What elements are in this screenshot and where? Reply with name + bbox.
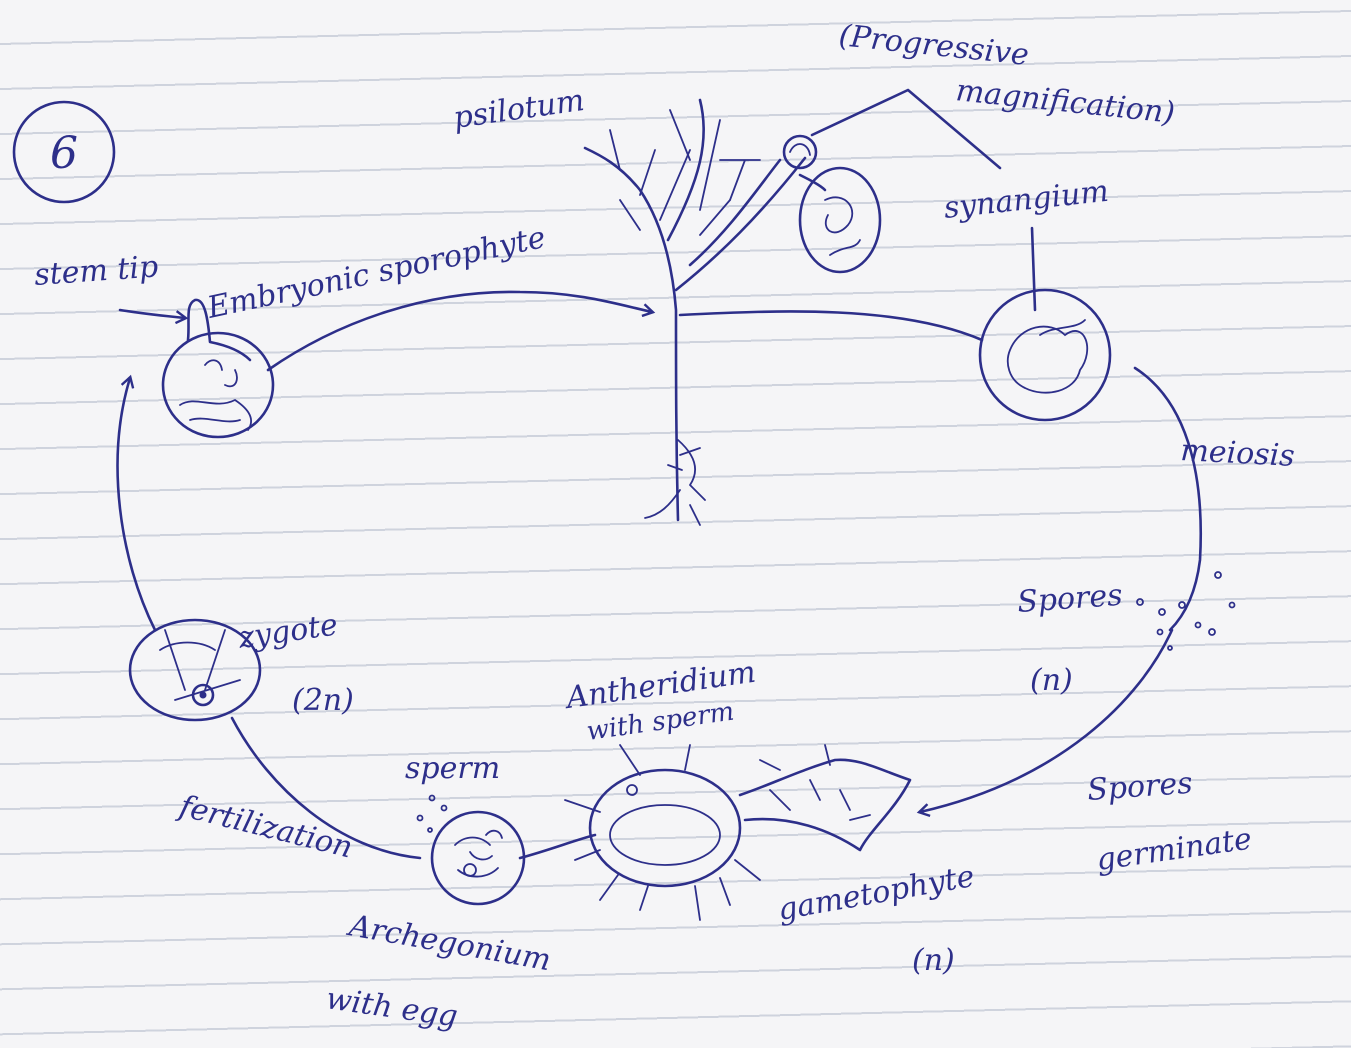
synangium-large-circle bbox=[978, 288, 1112, 422]
link-archegonium-to-gametophyte bbox=[518, 833, 597, 860]
label-psilotum: psilotum bbox=[451, 83, 586, 136]
label-gametophyte-ploidy: (n) bbox=[912, 943, 955, 978]
label-progressive: (Progressive bbox=[837, 18, 1030, 73]
spore-dots bbox=[1136, 571, 1236, 651]
label-stem-tip: stem tip bbox=[33, 249, 159, 293]
zygote-circle bbox=[128, 618, 262, 722]
label-zygote: zygote bbox=[235, 607, 340, 656]
label-spores-germinate-2: germinate bbox=[1094, 822, 1254, 878]
archegonium-circle bbox=[430, 810, 526, 906]
label-spores: Spores bbox=[1016, 578, 1123, 620]
synangium-pointer bbox=[1030, 226, 1037, 312]
label-magnification: magnification) bbox=[954, 73, 1176, 131]
label-zygote-ploidy: (2n) bbox=[292, 683, 354, 718]
sperm-dots bbox=[416, 794, 448, 833]
psilotum-plant bbox=[583, 98, 807, 526]
label-with-egg: with egg bbox=[324, 981, 460, 1034]
arrow-zygote-to-embryo bbox=[116, 378, 157, 632]
arrow-spores-germinate bbox=[920, 628, 1174, 812]
gametophyte-antheridium bbox=[564, 744, 912, 921]
stem-tip-pointer bbox=[118, 308, 185, 318]
label-embryonic-sporophyte: Embryonic sporophyte bbox=[203, 220, 548, 326]
label-gametophyte: gametophyte bbox=[775, 859, 977, 928]
arrow-fertilization bbox=[230, 716, 422, 860]
magnification-pointer bbox=[798, 173, 827, 192]
synangium-small-circle bbox=[782, 134, 818, 170]
link-psilotum-to-synangium bbox=[678, 310, 984, 342]
label-meiosis: meiosis bbox=[1180, 433, 1296, 474]
question-number: 6 bbox=[50, 128, 78, 179]
label-synangium: synangium bbox=[942, 174, 1110, 226]
arrow-embryo-to-psilotum bbox=[266, 290, 652, 372]
question-number-badge: 6 bbox=[12, 100, 116, 204]
arrow-meiosis bbox=[1133, 366, 1202, 632]
magnification-bracket bbox=[810, 88, 1002, 170]
synangium-medium-circle bbox=[798, 166, 882, 274]
label-fertilization: fertilization bbox=[174, 788, 356, 865]
embryonic-sporophyte-circle bbox=[161, 298, 275, 439]
label-sperm: sperm bbox=[405, 751, 500, 786]
label-archegonium: Archegonium bbox=[344, 908, 554, 978]
label-spores-ploidy: (n) bbox=[1030, 663, 1073, 698]
label-spores-germinate-1: Spores bbox=[1086, 766, 1193, 808]
